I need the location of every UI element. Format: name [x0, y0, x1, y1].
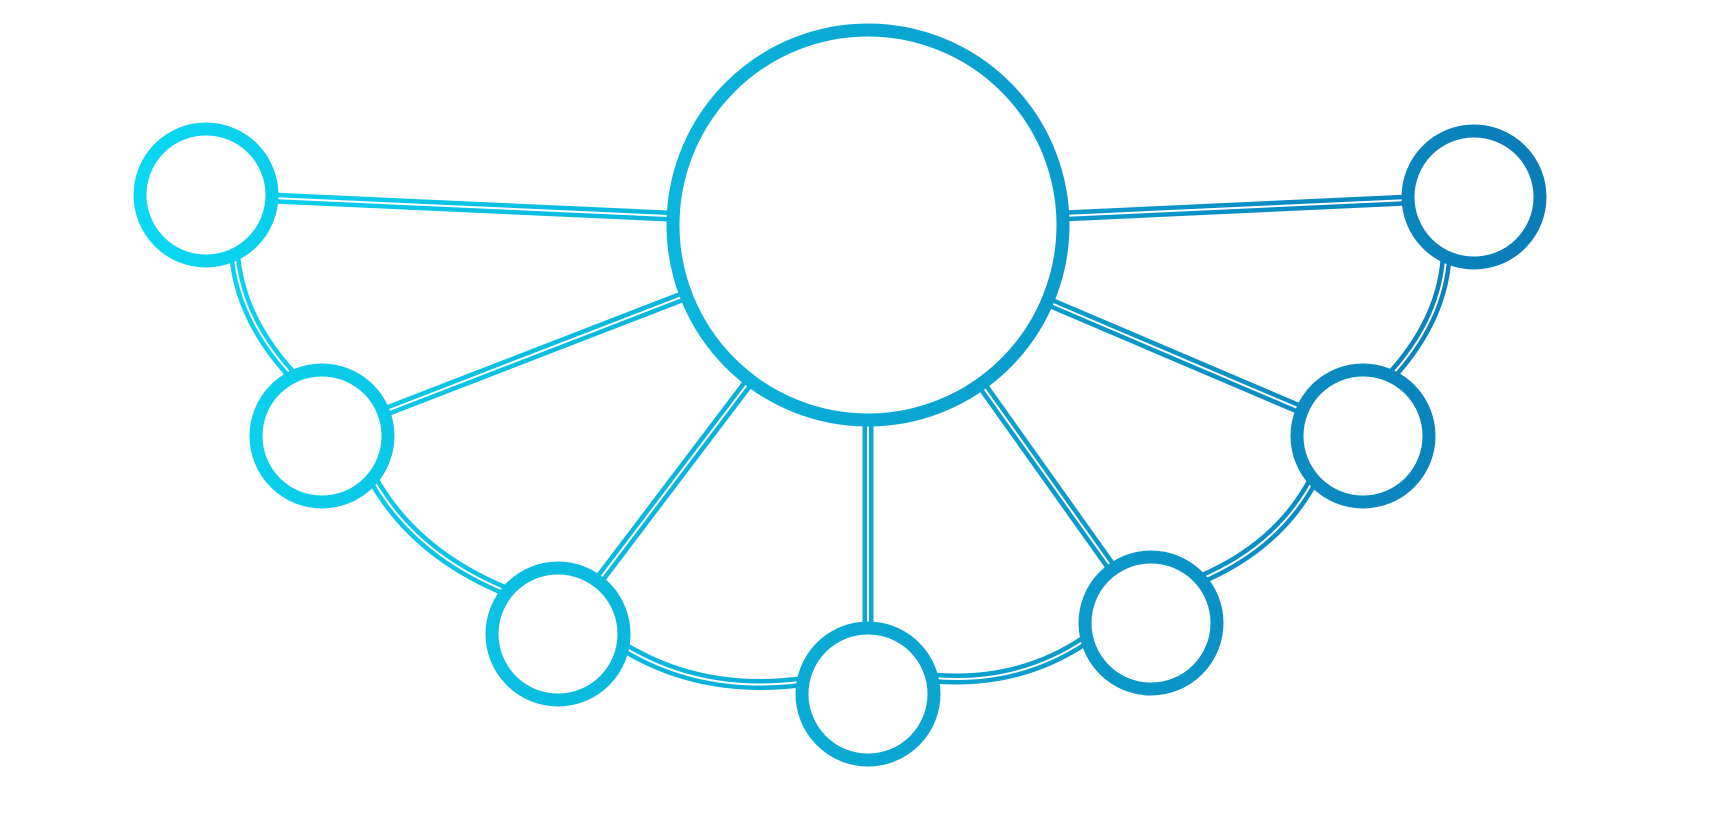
- ring-n4-n5-core: [931, 638, 1088, 681]
- ring-n1-n2-core: [233, 254, 295, 378]
- ring-n5-n6-core: [1200, 479, 1315, 581]
- connection-lines: [229, 192, 1452, 691]
- spoke-hub-n2-core: [383, 294, 687, 414]
- satellite-node: [1078, 550, 1224, 696]
- satellite-node: [249, 363, 395, 509]
- spoke-hub-n5-core: [980, 383, 1114, 570]
- ring-n6-n7: [1386, 256, 1452, 380]
- satellite-node: [1290, 363, 1436, 509]
- satellite-node: [795, 621, 941, 767]
- satellite-node: [133, 122, 279, 268]
- ring-n1-n2: [229, 254, 298, 381]
- spoke-hub-n6-core: [1047, 300, 1303, 412]
- ring-n2-n3: [367, 475, 510, 597]
- satellite-node: [1401, 124, 1547, 270]
- diagram-nodes: [133, 23, 1547, 767]
- ring-n5-n6: [1198, 477, 1319, 585]
- hub-node: [666, 23, 1070, 427]
- spoke-hub-n7-core: [1062, 199, 1409, 217]
- spoke-hub-n1-core: [271, 197, 674, 218]
- spoke-hub-n3-core: [597, 379, 751, 583]
- ring-n3-n4: [619, 641, 804, 691]
- ring-n3-n4-core: [622, 645, 804, 686]
- ring-n2-n3-core: [371, 477, 508, 593]
- satellite-node: [485, 561, 631, 707]
- ring-n6-n7-core: [1390, 256, 1448, 377]
